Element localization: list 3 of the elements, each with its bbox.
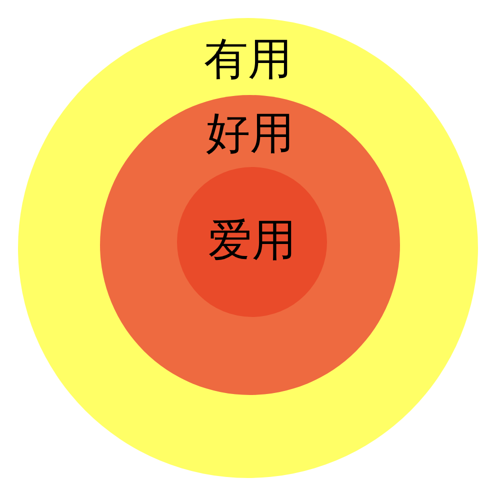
circle-label: 爱用 (208, 219, 296, 263)
circle-label: 好用 (206, 112, 294, 156)
circle-label: 有用 (204, 38, 292, 82)
